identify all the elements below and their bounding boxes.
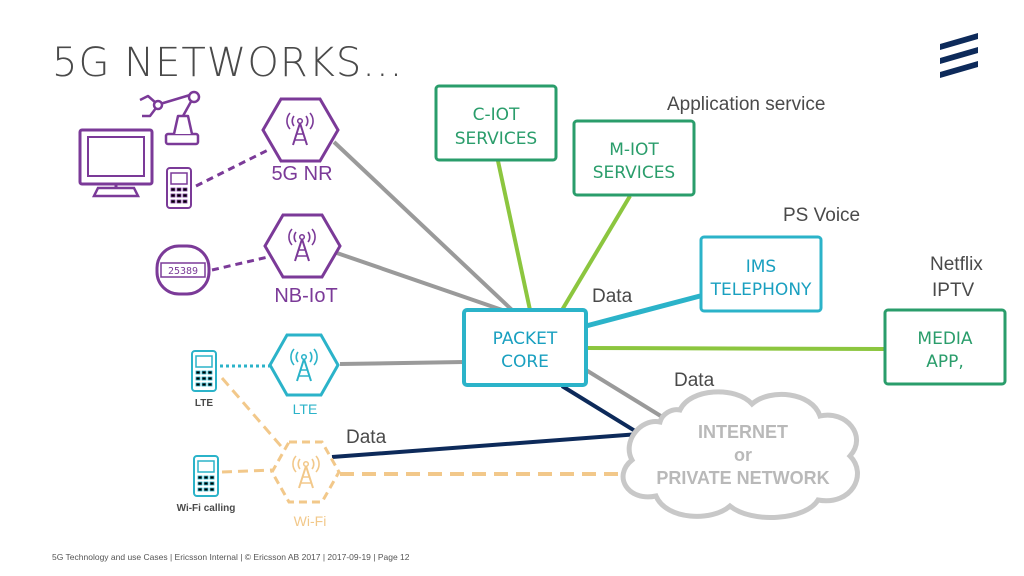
ericsson-logo-icon — [940, 33, 978, 78]
media-app-box: MEDIA APP, — [883, 308, 1007, 386]
link-ims-core — [585, 293, 701, 329]
node-nb-iot: NB-IoT — [263, 213, 342, 307]
data-label-ims: Data — [592, 286, 633, 307]
lte-device-label: LTE — [195, 398, 213, 409]
data-label-cloud: Data — [674, 370, 715, 391]
link-lte-phone-nr — [195, 148, 269, 188]
c-iot-line2: SERVICES — [455, 129, 537, 149]
application-service-label: Application service — [667, 94, 825, 115]
smart-meter-icon: 25389 — [155, 244, 211, 296]
wifi-phone-icon — [193, 455, 219, 497]
meter-digits: 25389 — [168, 266, 198, 277]
5g-nr-label: 5G NR — [271, 163, 332, 185]
node-wifi: Wi-Fi — [270, 440, 341, 529]
link-ciot-core — [496, 160, 532, 311]
link-nbiot-core — [333, 250, 509, 314]
link-meter-nbiot — [211, 255, 269, 272]
node-5g-nr: 5G NR — [261, 97, 340, 185]
footer: 5G Technology and use Cases | Ericsson I… — [52, 552, 410, 562]
wifi-label: Wi-Fi — [294, 513, 327, 529]
link-lte-core — [339, 360, 465, 366]
m-iot-line1: M-IOT — [609, 140, 659, 160]
cloud-line2: or — [734, 445, 752, 465]
lte-phone-icon — [191, 350, 217, 392]
iptv-label: IPTV — [932, 280, 975, 301]
lte-label: LTE — [293, 401, 318, 417]
ps-voice-label: PS Voice — [783, 205, 860, 226]
packet-core-box: PACKET CORE — [462, 308, 588, 387]
internet-cloud: INTERNET or PRIVATE NETWORK — [620, 389, 860, 520]
c-iot-line1: C-IOT — [473, 105, 520, 125]
data-label-wifi: Data — [346, 427, 387, 448]
link-5gnr-core — [332, 140, 514, 312]
ims-telephony-box: IMS TELEPHONY — [699, 235, 823, 313]
core-line1: PACKET — [493, 329, 558, 349]
robot-arm-icon — [139, 90, 201, 146]
m-iot-services-box: M-IOT SERVICES — [572, 119, 696, 197]
link-phone-wifi — [221, 468, 273, 474]
phone-icon — [166, 167, 192, 209]
link-core-cloud — [584, 368, 666, 420]
monitor-icon — [78, 128, 154, 198]
m-iot-line2: SERVICES — [593, 163, 675, 183]
page-title: 5G NETWORKS... — [52, 40, 403, 86]
wifi-device-label: Wi-Fi calling — [177, 503, 236, 514]
cloud-line3: PRIVATE NETWORK — [656, 468, 829, 488]
link-media-core — [585, 346, 885, 351]
media-line1: MEDIA — [917, 329, 973, 349]
c-iot-services-box: C-IOT SERVICES — [434, 84, 558, 162]
link-miot-core — [560, 194, 632, 312]
ims-line1: IMS — [746, 257, 776, 277]
media-line2: APP, — [926, 352, 964, 372]
cloud-line1: INTERNET — [698, 422, 788, 442]
nb-iot-label: NB-IoT — [274, 285, 337, 307]
netflix-label: Netflix — [930, 254, 983, 275]
node-lte: LTE — [268, 333, 340, 417]
ims-line2: TELEPHONY — [710, 280, 812, 300]
core-line2: CORE — [501, 352, 549, 372]
link-phone-lte-wifi — [220, 377, 288, 453]
